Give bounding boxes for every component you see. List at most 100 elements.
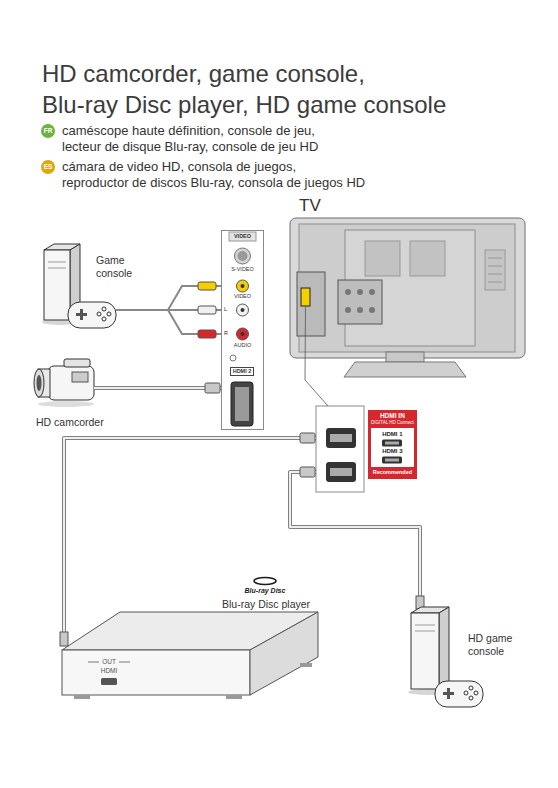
game-console-illustration-part <box>102 307 106 311</box>
side-panel-face-part <box>241 332 245 336</box>
leader-line-stroke <box>305 380 328 406</box>
plate-note: Recommended <box>371 469 414 476</box>
side-panel-face-part <box>230 355 236 361</box>
side-panel-face-part <box>241 284 245 288</box>
hdmi-cable-core <box>64 438 316 574</box>
rca-plugs-part <box>198 330 216 338</box>
tv-illustration-part <box>305 306 307 380</box>
tv-illustration-part <box>369 289 375 295</box>
hdmi-cable <box>64 438 316 574</box>
language-code: ES <box>41 160 55 174</box>
plate-port-row: HDMI 3 <box>373 448 412 464</box>
game-console-illustration <box>42 244 148 328</box>
plate-footer: Recommended <box>371 469 414 476</box>
hdmi-input-panel: HDMI INDIGITAL HD ConnectHDMI 1HDMI 3Rec… <box>316 406 419 492</box>
hdmi-port-icon-part <box>382 440 402 447</box>
game-console-illustration-part <box>48 268 66 269</box>
camcorder-illustration <box>34 359 114 407</box>
port-label: OUT <box>95 658 123 666</box>
hdmi-cable-stroke <box>290 472 420 585</box>
tv-set: TV <box>285 196 527 380</box>
bluray-illustration-part <box>88 662 99 663</box>
tv-illustration-part <box>345 289 351 295</box>
rca-plugs <box>198 282 216 338</box>
hd-game-console-illustration-part <box>411 613 439 689</box>
leader-line <box>305 380 328 406</box>
hdmi-port-icon <box>381 439 403 447</box>
tv-illustration-part <box>345 307 351 313</box>
hdmi-port-icon-part <box>385 442 399 445</box>
tv-illustration-part <box>488 282 502 283</box>
brand-logo: Blu-ray Disc <box>242 587 288 595</box>
port-label: HDMI 1 <box>373 431 412 438</box>
tv-illustration-part <box>297 272 325 336</box>
bluray-illustration-part <box>300 663 312 667</box>
side-panel-face-part <box>231 382 253 426</box>
camcorder-illustration-part <box>94 386 114 390</box>
bluray-illustration <box>60 574 318 699</box>
bluray-illustration-part <box>250 612 318 695</box>
side-panel-face-part <box>237 280 249 292</box>
bluray-illustration-part <box>254 578 276 585</box>
device-label: Game console <box>96 254 148 279</box>
hdmi-port-block-part <box>330 434 352 442</box>
side-panel-face-part <box>238 251 248 261</box>
tv-illustration <box>290 218 525 380</box>
tv-illustration-part <box>357 307 363 313</box>
game-console-illustration-part <box>48 262 66 263</box>
port-label: HDMI <box>95 667 123 675</box>
translation-line: caméscope haute définition, console de j… <box>62 123 412 155</box>
device-hd-game-console: HD game console <box>405 585 530 713</box>
hdmi-plugs-part <box>300 433 315 443</box>
jack-label: S-VIDEO <box>222 266 263 273</box>
tv-illustration-part <box>344 362 466 377</box>
hdmi-cable <box>290 472 420 585</box>
hd-game-console-illustration-part <box>415 631 435 632</box>
tv-illustration-part <box>290 218 525 358</box>
side-panel-face-part <box>235 248 251 264</box>
hdmi-plugs-part <box>300 467 315 477</box>
tv-illustration-part <box>338 280 382 324</box>
camcorder-illustration-part <box>34 369 44 397</box>
tv-illustration-part <box>369 307 375 313</box>
bluray-illustration-part <box>63 574 65 632</box>
plate-title: HDMI IN <box>371 412 414 420</box>
hdmi-port-block <box>316 406 364 492</box>
hd-game-console-illustration-part <box>469 686 473 690</box>
bluray-illustration-part <box>60 632 68 646</box>
hd-game-console-illustration-part <box>447 688 450 699</box>
hdmi-port-icon-part <box>382 457 402 464</box>
bluray-illustration-part <box>74 695 90 699</box>
hd-game-console-illustration-part <box>418 585 422 596</box>
hdmi-port-block-part <box>326 462 356 482</box>
game-console-illustration-part <box>116 309 148 311</box>
tv-illustration-part <box>485 250 505 290</box>
tv-illustration-part <box>386 352 424 362</box>
diagram-title: HD camcorder, game console, Blu-ray Disc… <box>42 58 482 120</box>
tv-illustration-part <box>365 241 400 276</box>
tv-illustration-part <box>299 224 515 352</box>
translation-line: cámara de video HD, consola de juegos, r… <box>62 159 412 191</box>
game-console-illustration-part <box>102 317 106 321</box>
tv-illustration-part <box>357 289 363 295</box>
language-badge: FR <box>41 124 55 138</box>
side-panel-face-part <box>237 304 249 316</box>
hdmi-port-block-part <box>316 406 364 492</box>
jack-label: AUDIO <box>222 342 263 349</box>
hdmi-cable-stroke <box>64 438 316 574</box>
camcorder-illustration-part <box>72 372 88 382</box>
camcorder-illustration-part <box>37 375 42 391</box>
bluray-illustration-part <box>62 574 66 632</box>
hd-game-console-illustration-part <box>464 691 468 695</box>
jack-label: VIDEO <box>222 293 263 300</box>
tv-illustration-part <box>488 274 502 275</box>
device-label: HD game console <box>468 632 522 657</box>
device-bluray-player: Blu-ray DiscBlu-ray Disc playerOUTHDMI <box>58 574 322 702</box>
channel-label: R <box>224 330 232 337</box>
tv-side-panel: VIDEOS-VIDEOVIDEOLRAUDIOHDMI 2 <box>221 230 264 430</box>
tv-illustration-part <box>488 266 502 267</box>
